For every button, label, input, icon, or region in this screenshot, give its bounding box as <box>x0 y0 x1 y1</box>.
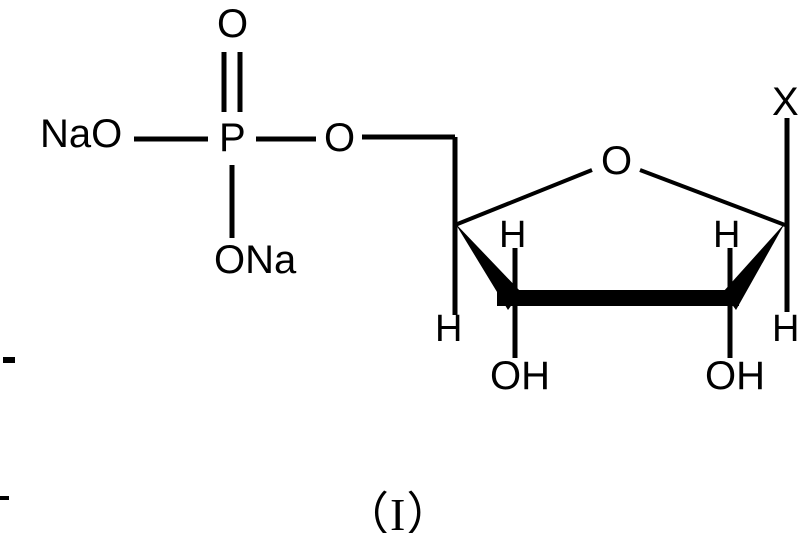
label-substituent-x: X <box>772 80 799 124</box>
label-ester-oxygen: O <box>324 116 356 160</box>
bond-c4-to-ring-oxygen <box>454 168 593 227</box>
label-phosphorus: P <box>219 116 246 160</box>
bond-ring-oxygen-to-c1 <box>639 168 786 227</box>
label-hydroxyl-c3: OH <box>490 354 550 398</box>
bond-c1-to-c2-wedge <box>723 223 785 310</box>
label-ring-oxygen: O <box>601 139 633 183</box>
label-hydrogen-c4: H <box>435 308 463 350</box>
bond-c3-to-c2-bold <box>497 290 739 306</box>
scheme-caption: （I） <box>343 489 454 533</box>
label-hydrogen-c2: H <box>713 214 741 256</box>
label-hydrogen-c1: H <box>772 308 800 350</box>
label-sodium-oxide-bottom: ONa <box>214 238 297 282</box>
label-hydrogen-c3: H <box>499 214 527 256</box>
bond-c4-to-c3-wedge <box>455 223 521 310</box>
scan-artifact-lower <box>0 496 9 500</box>
label-sodium-oxide-left: NaO <box>40 112 123 156</box>
label-hydroxyl-c2: OH <box>705 354 765 398</box>
label-phosphoryl-oxygen: O <box>217 2 249 46</box>
scan-artifact-upper <box>3 357 15 363</box>
